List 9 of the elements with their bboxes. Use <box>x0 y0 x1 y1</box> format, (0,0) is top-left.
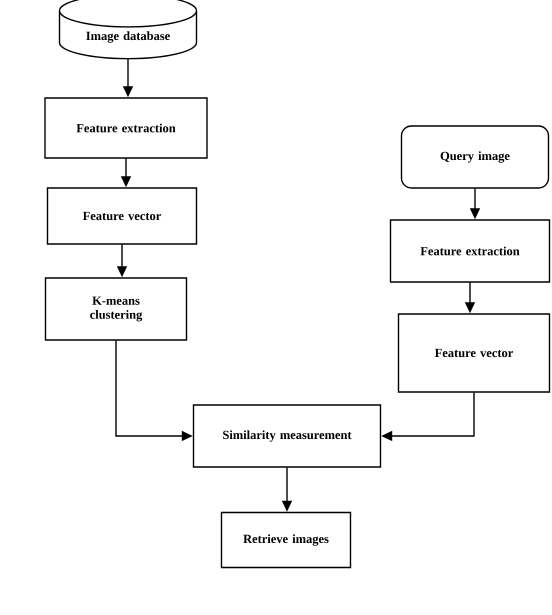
start-box: Query image <box>400 125 550 189</box>
process-box: Retrieve images <box>220 512 352 568</box>
process-box: Similarity measurement <box>192 404 382 468</box>
process-box: K-means clustering <box>44 277 188 341</box>
process-box: Feature vector <box>398 313 550 393</box>
process-box: Feature extraction <box>44 97 208 159</box>
process-box: Feature extraction <box>390 219 550 283</box>
database-cylinder: Image database <box>58 0 198 60</box>
process-box: Feature vector <box>46 187 198 245</box>
